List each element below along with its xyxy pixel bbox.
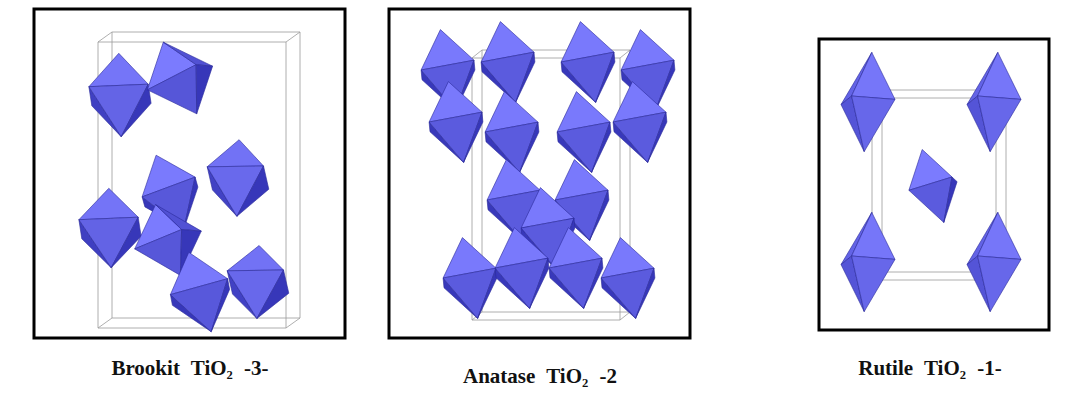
structure-label: Anatase TiO₂ -2 [463,364,617,389]
structure-label: Rutile TiO₂ -1- [858,356,1002,381]
octahedron-face [613,112,666,162]
octahedron-face [978,256,1021,312]
octahedron-face [656,60,675,110]
unit-cell-line [286,32,300,42]
unit-cell-line [98,328,286,329]
unit-cell-line [482,312,630,313]
octahedron-face [196,65,213,114]
octahedron-face [156,205,202,232]
octahedron-face [211,279,229,332]
octahedron-face [557,122,610,172]
octahedron-face [516,52,535,102]
octahedron-face [561,52,614,102]
unit-cell-line [472,50,482,58]
octahedron-face [170,279,227,332]
panel-frame [819,39,1049,330]
octahedron-face [237,166,269,216]
octahedron-face [852,212,895,259]
octahedron-face [184,177,198,229]
unit-cell-line [300,32,301,318]
octahedron-face [648,112,667,162]
octahedron-face [478,268,497,318]
octahedron-face [852,256,895,312]
octahedron-face [147,65,196,114]
octahedron-face [520,122,539,172]
octahedron-face [135,230,182,276]
octahedron-face [584,258,603,308]
unit-cell-line [620,312,630,320]
unit-cell-line [98,42,286,43]
octahedron-face [944,177,957,223]
octahedron-face [495,258,548,308]
octahedron-face [852,96,895,152]
octahedron-face [227,246,283,271]
octahedron-face [163,42,212,66]
octahedron-face [596,52,615,102]
octahedron-face [257,270,289,319]
octahedron-face [549,258,602,308]
octahedron-face [121,84,151,137]
octahedron-face [429,112,482,162]
octahedron-face [464,112,483,162]
unit-cell-line [286,318,300,328]
octahedron-face [978,96,1021,152]
unit-cell-line [472,320,620,321]
panel-frame [389,9,690,338]
octahedron-face [636,268,655,318]
octahedron-face [601,268,654,318]
octahedron-face [443,268,496,318]
octahedron-face [590,190,609,240]
structure-label: Brookit TiO₂ -3- [111,356,268,381]
octahedron-face [111,217,141,268]
octahedron-face [530,258,549,308]
unit-cell-line [98,318,112,328]
octahedron-face [89,53,148,86]
unit-cell-line [98,32,112,42]
unit-cell-line [112,32,300,33]
octahedron-face [852,52,895,99]
octahedron-face [207,140,263,167]
panel-frame [34,9,345,338]
octahedron-face [978,212,1021,259]
octahedron-face [79,188,138,219]
octahedron-face [592,122,611,172]
octahedron-face [978,52,1021,99]
